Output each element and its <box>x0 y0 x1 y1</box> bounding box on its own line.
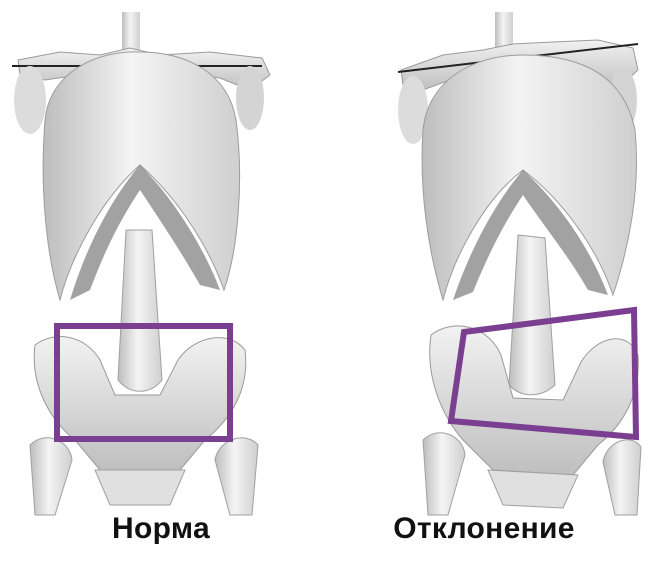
sacrum <box>95 470 185 505</box>
left-femur <box>30 438 72 515</box>
left-femur <box>423 433 465 515</box>
panel-normal: Норма <box>0 0 322 565</box>
caption-deviation: Отклонение <box>323 512 645 546</box>
right-femur <box>215 438 258 515</box>
left-scapula <box>14 66 46 134</box>
right-femur <box>603 440 641 515</box>
skeleton-deviation-illustration <box>323 0 645 565</box>
right-scapula <box>236 66 264 130</box>
lumbar-spine <box>509 235 555 395</box>
caption-normal: Норма <box>0 512 322 546</box>
lumbar-spine <box>118 230 162 391</box>
panel-deviation: Отклонение <box>323 0 645 565</box>
skeleton-normal-illustration <box>0 0 322 565</box>
sacrum <box>488 470 578 508</box>
